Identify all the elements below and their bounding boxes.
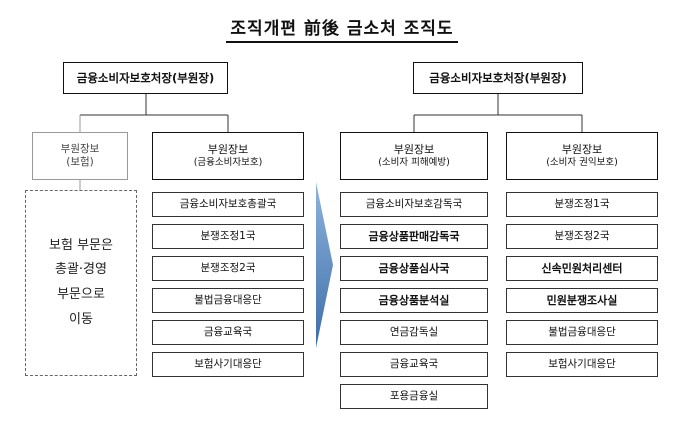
- note-line: 보험 부문은: [49, 237, 113, 253]
- dept-box: 불법금융대응단: [152, 288, 304, 313]
- dept-label: 포용금융실: [389, 389, 439, 402]
- dept-label: 보험사기대응단: [548, 357, 616, 370]
- dept-label: 금융소비자보호총괄국: [179, 197, 277, 210]
- before-right-header-name: 부원장보: [207, 143, 249, 157]
- after-right-header-area: (소비자 권익보호): [546, 156, 618, 168]
- before-left-header-area: (보험): [66, 156, 94, 168]
- dept-label: 금융상품분석실: [378, 293, 450, 307]
- dept-label: 분쟁조정1국: [200, 229, 256, 242]
- dept-box: 금융교육국: [340, 352, 488, 377]
- dept-label: 금융상품심사국: [378, 261, 450, 275]
- dept-box: 금융교육국: [152, 320, 304, 345]
- dept-label: 불법금융대응단: [194, 293, 262, 306]
- dept-label: 신속민원처리센터: [541, 261, 623, 275]
- dept-box: 불법금융대응단: [506, 320, 658, 345]
- dept-label: 민원분쟁조사실: [546, 293, 618, 307]
- dept-label: 불법금융대응단: [548, 325, 616, 338]
- note-line: 총괄·경영: [55, 262, 107, 278]
- dept-box: 연금감독실: [340, 320, 488, 345]
- after-right-header: 부원장보 (소비자 권익보호): [506, 132, 658, 180]
- dept-box: 포용금융실: [340, 384, 488, 409]
- dept-box: 민원분쟁조사실: [506, 288, 658, 313]
- after-top-box: 금융소비자보호처장(부원장): [413, 62, 583, 94]
- dept-label: 분쟁조정2국: [200, 261, 256, 274]
- before-right-header-area: (금융소비자보호): [193, 156, 263, 168]
- before-left-header-name: 부원장보: [60, 142, 100, 155]
- dept-label: 금융소비자보호감독국: [365, 197, 463, 210]
- before-left-header: 부원장보 (보험): [32, 132, 128, 180]
- before-left-note: 보험 부문은 총괄·경영 부문으로 이동: [25, 190, 137, 376]
- dept-box: 금융상품분석실: [340, 288, 488, 313]
- dept-label: 분쟁조정2국: [554, 229, 610, 242]
- dept-box: 보험사기대응단: [152, 352, 304, 377]
- dept-label: 분쟁조정1국: [554, 197, 610, 210]
- before-top-label: 금융소비자보호처장(부원장): [76, 70, 215, 85]
- dept-box: 금융소비자보호총괄국: [152, 192, 304, 217]
- dept-box: 보험사기대응단: [506, 352, 658, 377]
- before-right-header: 부원장보 (금융소비자보호): [152, 132, 304, 180]
- dept-box: 신속민원처리센터: [506, 256, 658, 281]
- note-line: 이동: [69, 311, 93, 327]
- dept-box: 금융상품판매감독국: [340, 224, 488, 249]
- dept-box: 분쟁조정2국: [506, 224, 658, 249]
- before-top-box: 금융소비자보호처장(부원장): [63, 62, 228, 94]
- after-left-header-name: 부원장보: [393, 143, 435, 157]
- dept-box: 분쟁조정1국: [506, 192, 658, 217]
- after-left-header-area: (소비자 피해예방): [378, 156, 450, 168]
- transition-arrow: [316, 182, 333, 348]
- after-right-header-name: 부원장보: [561, 143, 603, 157]
- dept-box: 분쟁조정1국: [152, 224, 304, 249]
- after-top-label: 금융소비자보호처장(부원장): [429, 70, 567, 85]
- dept-box: 금융소비자보호감독국: [340, 192, 488, 217]
- chart-title: 조직개편 前後 금소처 조직도: [0, 14, 684, 43]
- dept-box: 금융상품심사국: [340, 256, 488, 281]
- dept-box: 분쟁조정2국: [152, 256, 304, 281]
- after-left-header: 부원장보 (소비자 피해예방): [340, 132, 488, 180]
- dept-label: 보험사기대응단: [194, 357, 262, 370]
- note-line: 부문으로: [57, 287, 105, 302]
- dept-label: 금융교육국: [203, 325, 253, 338]
- dept-label: 금융상품판매감독국: [368, 229, 460, 243]
- dept-label: 금융교육국: [389, 357, 439, 370]
- dept-label: 연금감독실: [389, 325, 439, 338]
